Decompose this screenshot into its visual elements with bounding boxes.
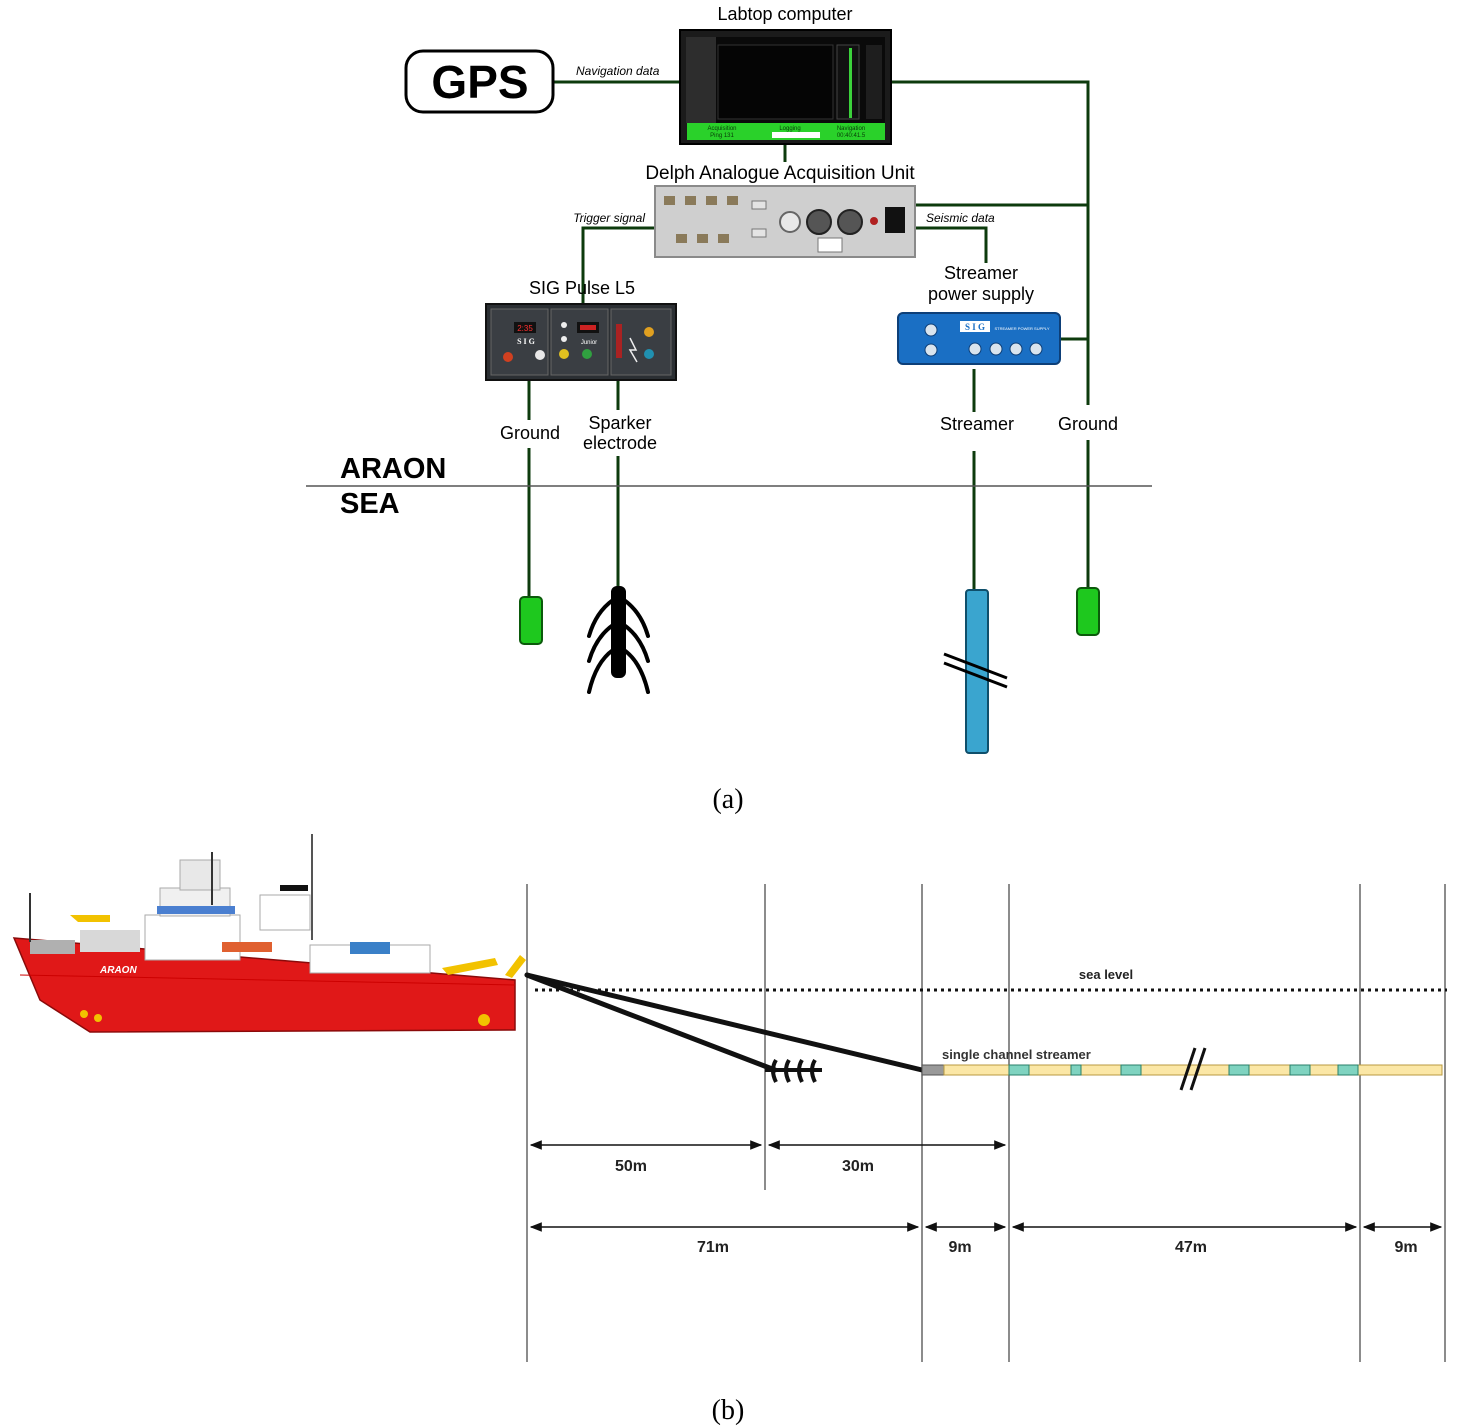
sig-pulse-brand: S I G — [517, 337, 535, 346]
ground-right-label: Ground — [1058, 414, 1118, 434]
caption-b: (b) — [712, 1395, 745, 1426]
sig-pulse-display: 2:35 — [517, 324, 533, 333]
ground-electrode-left — [519, 596, 543, 645]
ship-image: ARAON — [12, 834, 526, 1033]
sig-pulse-knob-label: Junior — [581, 340, 597, 346]
caption-a: (a) — [712, 784, 743, 815]
panel-b: ARAON sea level — [12, 834, 1447, 1426]
laptop-status-ping: Ping 131 — [710, 133, 734, 139]
ship-name: ARAON — [99, 965, 137, 976]
gps-box — [404, 49, 555, 114]
seismic-data-cable — [915, 226, 988, 263]
streamer-power-subtitle: STREAMER POWER SUPPLY — [994, 326, 1049, 331]
laptop-status-logging: Logging — [779, 126, 800, 132]
laptop-status-clock: 00:40:41.5 — [837, 133, 866, 139]
dimension-30m: 30m — [842, 1158, 874, 1175]
delph-label: Delph Analogue Acquisition Unit — [645, 163, 915, 184]
dimension-9m-first: 9m — [948, 1239, 971, 1256]
laptop-image: Acquisition Ping 131 Logging Navigation … — [679, 29, 892, 145]
araon-label: ARAON — [340, 453, 446, 485]
single-channel-streamer — [921, 1047, 1443, 1091]
gps-label: GPS — [431, 56, 528, 108]
dimension-71m: 71m — [697, 1239, 729, 1256]
streamer-label: Streamer — [940, 414, 1014, 434]
navigation-data-label: Navigation data — [576, 64, 660, 78]
streamer-power-supply-image: S I G STREAMER POWER SUPPLY — [897, 312, 1061, 365]
panel-a: GPS Navigation data Labtop computer Acqu… — [306, 4, 1152, 815]
laptop-status-acquisition: Acquisition — [707, 126, 736, 132]
sparker-electrode-icon — [587, 586, 650, 694]
ground-electrode-right — [1076, 587, 1100, 636]
sig-pulse-panel-image: 2:35 S I G Junior — [485, 303, 677, 381]
trigger-signal-cable — [581, 226, 655, 305]
dimension-47m: 47m — [1175, 1239, 1207, 1256]
panel-a-cables — [527, 80, 1090, 597]
sparker-label-line2: electrode — [583, 433, 657, 453]
streamer-label-b: single channel streamer — [942, 1047, 1091, 1062]
label-gap — [1070, 405, 1106, 440]
trigger-signal-label: Trigger signal — [573, 211, 645, 225]
streamer-power-brand: S I G — [965, 322, 985, 332]
reference-lines — [526, 884, 1446, 1362]
seismic-data-label: Seismic data — [926, 211, 995, 225]
dimension-9m-second: 9m — [1394, 1239, 1417, 1256]
dimension-arrows — [529, 1140, 1443, 1232]
dimension-50m: 50m — [615, 1158, 647, 1175]
tow-cables — [524, 972, 925, 1073]
sig-pulse-label: SIG Pulse L5 — [529, 278, 635, 298]
streamer-power-label-line1: Streamer — [944, 263, 1018, 283]
delph-unit-image — [654, 185, 916, 258]
sparker-label-line1: Sparker — [588, 413, 651, 433]
laptop-label: Labtop computer — [717, 4, 852, 24]
sea-label: SEA — [340, 488, 400, 520]
ground-left-label: Ground — [500, 423, 560, 443]
sparker-source-icon — [765, 1058, 822, 1083]
streamer-tube-icon — [943, 589, 1008, 754]
sea-level-label: sea level — [1079, 967, 1133, 982]
laptop-status-navigation: Navigation — [837, 126, 865, 132]
streamer-power-label-line2: power supply — [928, 284, 1034, 304]
